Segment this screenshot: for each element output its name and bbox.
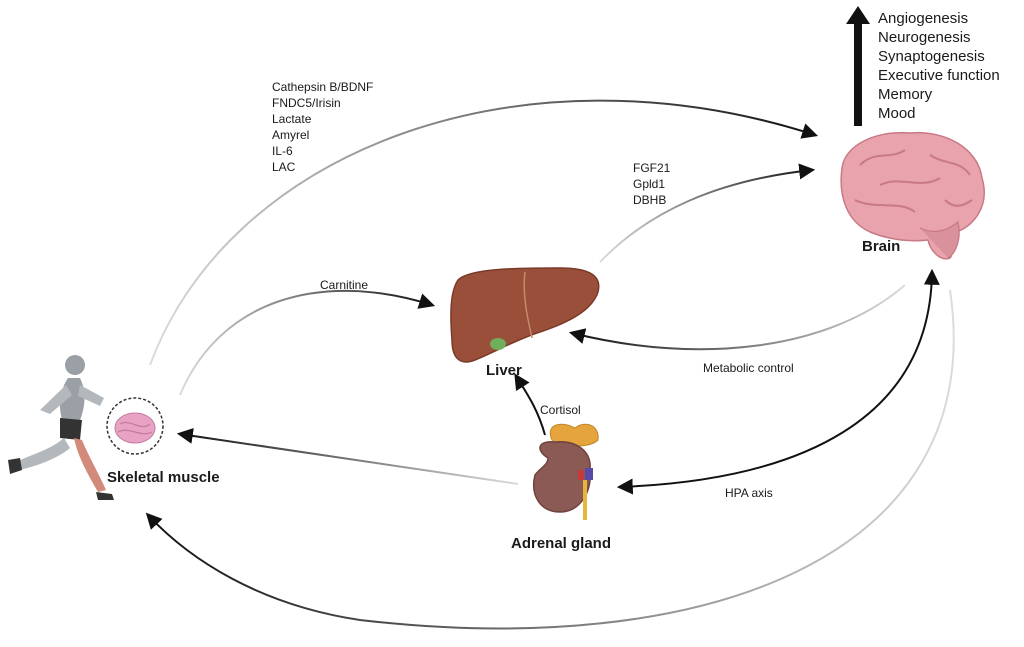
outcome-item: Neurogenesis — [878, 29, 971, 46]
factor-item: Gpld1 — [633, 177, 666, 191]
outcome-up-arrow — [846, 6, 870, 126]
outcome-item: Synaptogenesis — [878, 48, 985, 65]
outcome-item: Mood — [878, 105, 916, 122]
carnitine-label: Carnitine — [320, 278, 369, 292]
arrow-hpa-axis — [616, 268, 940, 495]
factor-item: Lactate — [272, 112, 312, 126]
factor-item: Cathepsin B/BDNF — [272, 80, 374, 94]
factor-item: FGF21 — [633, 161, 671, 175]
arrow-muscle-to-brain — [149, 99, 819, 366]
cortisol-label: Cortisol — [540, 403, 581, 417]
factor-item: Amyrel — [272, 128, 310, 142]
skeletal-muscle-label: Skeletal muscle — [107, 469, 220, 486]
liver-to-brain-factors: FGF21 Gpld1 DBHB — [633, 160, 670, 208]
arrow-liver-to-brain — [599, 163, 816, 263]
hpa-axis-label: HPA axis — [725, 486, 773, 500]
factor-item: LAC — [272, 160, 296, 174]
outcome-item: Executive function — [878, 67, 1000, 84]
arrow-brain-to-muscle — [145, 289, 955, 630]
outcome-item: Angiogenesis — [878, 10, 969, 27]
muscle-to-brain-factors: Cathepsin B/BDNF FNDC5/Irisin Lactate Am… — [272, 79, 373, 175]
adrenal-gland-label: Adrenal gland — [511, 535, 612, 552]
brain-outcomes: Angiogenesis Neurogenesis Synaptogenesis… — [878, 9, 1000, 123]
factor-item: FNDC5/Irisin — [272, 96, 341, 110]
factor-item: DBHB — [633, 193, 667, 207]
brain-label: Brain — [862, 238, 901, 255]
adrenal-gland-icon — [533, 423, 599, 520]
arrow-adrenal-to-liver — [514, 373, 546, 436]
liver-label: Liver — [486, 362, 522, 379]
outcome-item: Memory — [878, 86, 933, 103]
metabolic-control-label: Metabolic control — [703, 361, 794, 375]
runner-icon — [8, 355, 114, 500]
factor-item: IL-6 — [272, 144, 293, 158]
arrow-adrenal-to-muscle — [176, 427, 519, 485]
brain-icon — [840, 131, 985, 260]
skeletal-muscle-tissue-icon — [106, 397, 164, 455]
arrow-brain-to-liver — [568, 284, 906, 351]
arrow-muscle-to-liver — [179, 289, 436, 396]
liver-icon — [450, 267, 600, 363]
